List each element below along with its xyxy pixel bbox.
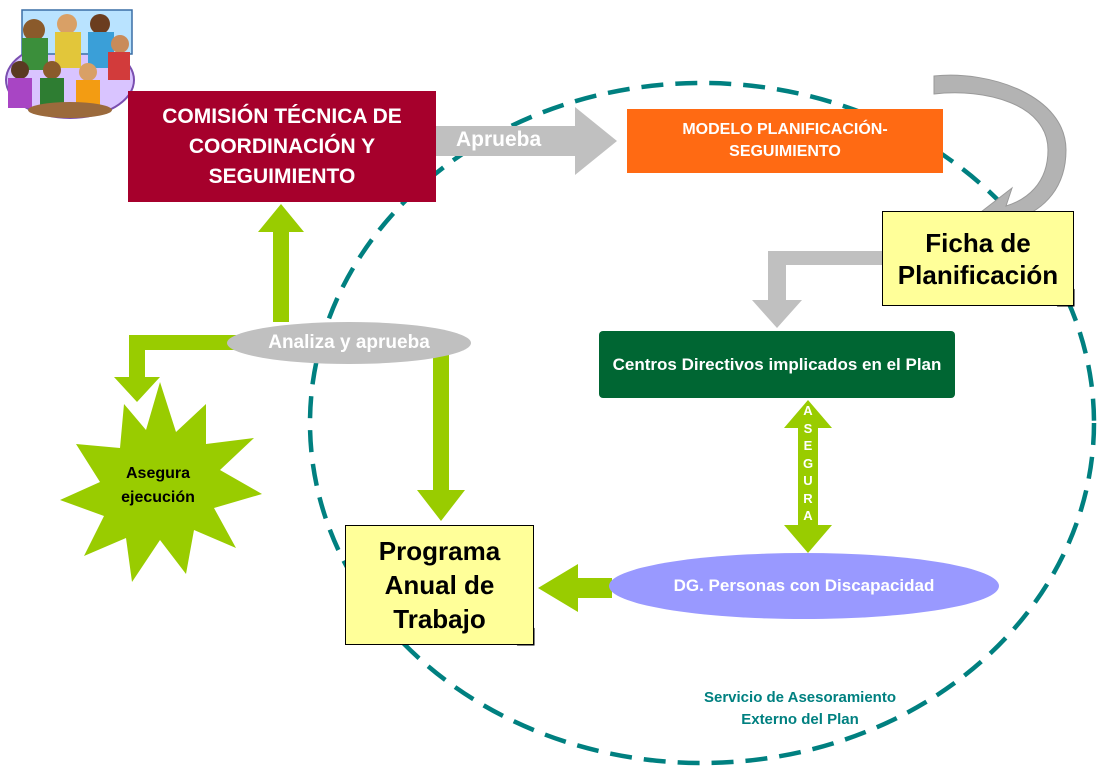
asegura-letter: R xyxy=(803,490,813,506)
asegura-letter: G xyxy=(802,455,814,471)
aprueba-arrow xyxy=(423,107,617,175)
asegura-ejecucion-label: Asegura ejecución xyxy=(121,465,195,506)
asegura-letter: E xyxy=(803,438,813,453)
down-arrow-to-programa xyxy=(417,350,465,521)
analiza-aprueba-label: Analiza y aprueba xyxy=(227,322,471,364)
comision-tecnica-box: COMISIÓN TÉCNICA DE COORDINACIÓN Y SEGUI… xyxy=(128,91,436,202)
ficha-to-centros-arrow xyxy=(752,251,882,328)
servicio-line-1: Servicio de Asesoramiento xyxy=(703,689,897,706)
dg-personas-discapacidad-ellipse: DG. Personas con Discapacidad xyxy=(609,553,999,619)
up-arrow-to-comision xyxy=(258,204,304,322)
servicio-asesoramiento-label: Servicio de Asesoramiento Externo del Pl… xyxy=(640,687,960,731)
service-boundary-circle xyxy=(307,80,1097,766)
asegura-letter: A xyxy=(803,508,813,523)
arrow-to-asegura-ejecucion xyxy=(114,335,236,402)
asegura-ejecucion-starburst xyxy=(60,382,262,582)
centros-directivos-box: Centros Directivos implicados en el Plan xyxy=(599,331,955,398)
asegura-letter: U xyxy=(803,473,813,488)
asegura-vertical-label: A S E G U R A xyxy=(798,402,818,525)
ficha-planificacion-note: Ficha de Planificación xyxy=(882,211,1074,306)
servicio-line-2: Externo del Plan xyxy=(741,711,859,728)
asegura-letter: A xyxy=(803,403,813,418)
meeting-people-clipart-icon xyxy=(5,9,135,119)
asegura-double-arrow xyxy=(784,400,832,553)
dg-to-programa-arrow xyxy=(538,564,612,612)
asegura-letter: S xyxy=(803,420,813,436)
programa-anual-note: Programa Anual de Trabajo xyxy=(345,525,534,645)
aprueba-label: Aprueba xyxy=(456,128,542,151)
modelo-planificacion-box: MODELO PLANIFICACIÓN-SEGUIMIENTO xyxy=(627,109,943,173)
